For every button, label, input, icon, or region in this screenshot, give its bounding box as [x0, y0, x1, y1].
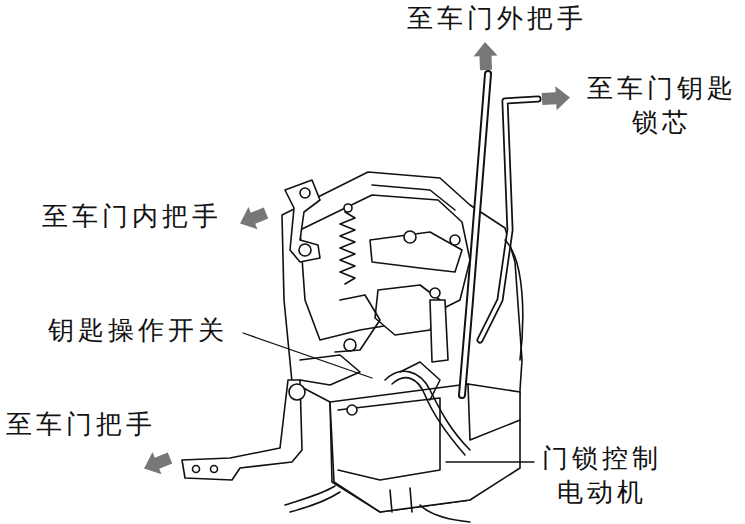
part-label: 至车门钥匙 锁芯 — [585, 72, 739, 140]
part-label: 门锁控制 电动机 — [540, 442, 664, 510]
part-label: 钥匙操作开关 — [46, 314, 230, 348]
part-label: 至车门内把手 — [40, 200, 224, 234]
part-label: 至车门把手 — [4, 408, 158, 442]
part-label: 至车门外把手 — [405, 2, 589, 36]
